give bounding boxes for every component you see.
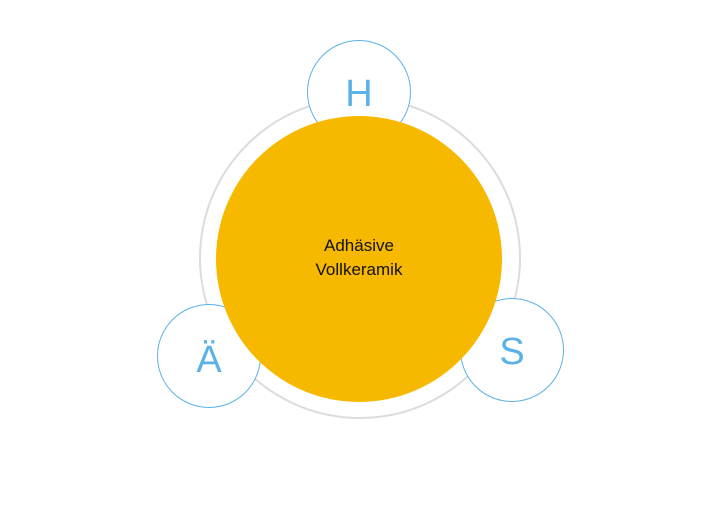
satellite-letter-ae: Ä: [196, 339, 222, 381]
satellite-letter-s: S: [499, 331, 525, 373]
center-label: Adhäsive Vollkeramik: [316, 234, 403, 282]
center-label-line2: Vollkeramik: [315, 260, 403, 279]
center-circle: Adhäsive Vollkeramik: [216, 116, 502, 402]
satellite-letter-h: H: [345, 73, 373, 115]
center-label-line1: Adhäsive: [324, 236, 394, 255]
satellite-circle-ae: Ä: [157, 304, 261, 408]
